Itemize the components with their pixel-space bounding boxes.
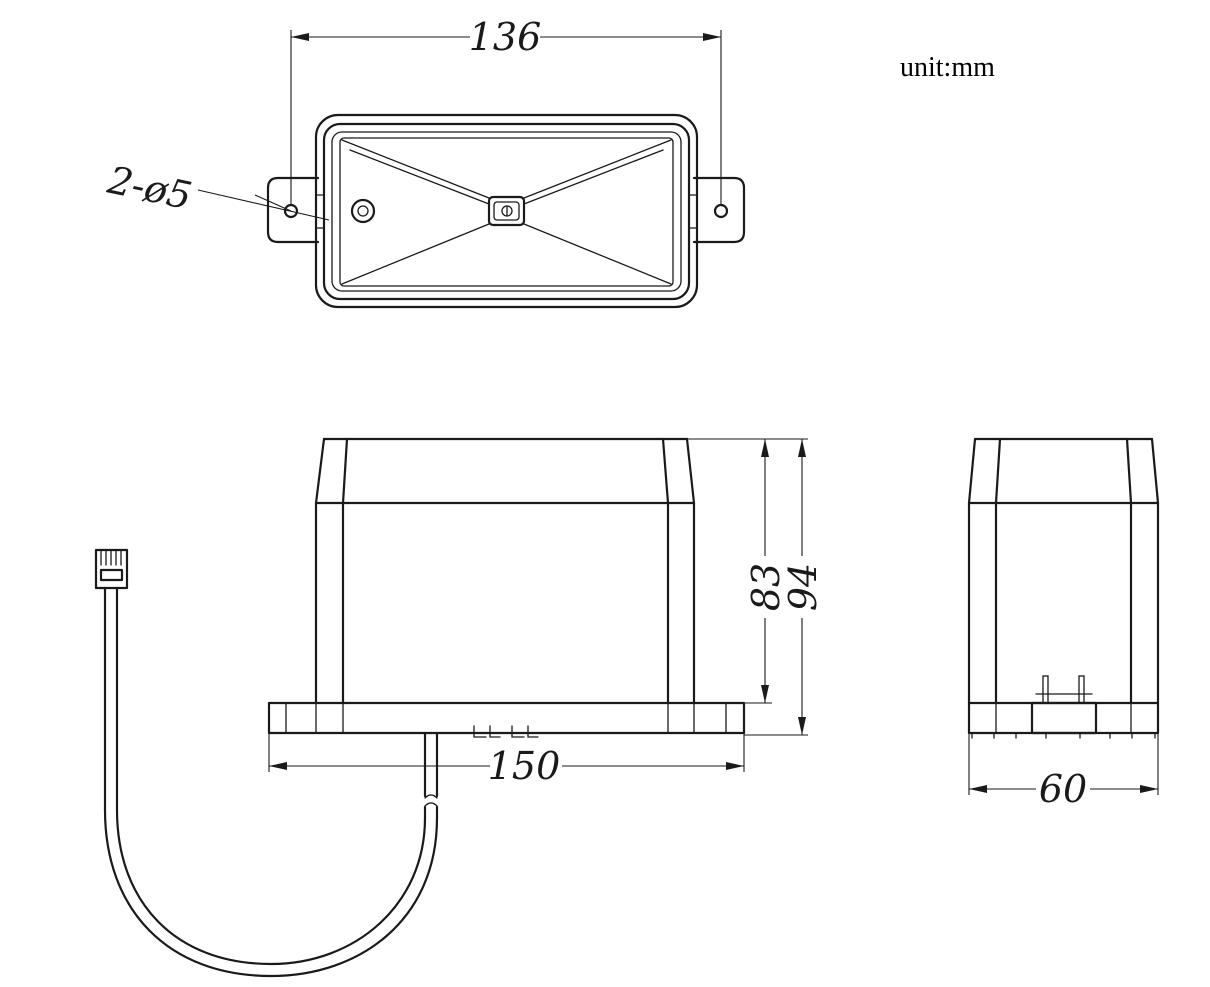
arrowhead — [798, 439, 806, 457]
dimension-136: 136 — [290, 15, 722, 205]
arrowhead — [291, 33, 309, 41]
hole-callout-text: 2-ø5 — [103, 158, 195, 219]
rib-line — [341, 223, 490, 285]
sensor-window-inner — [357, 205, 369, 217]
dimension-text-bg — [748, 556, 782, 618]
unit-label: unit:mm — [900, 52, 995, 83]
arrowhead — [761, 439, 769, 457]
right-column — [661, 437, 696, 705]
dimension-text-bg — [1036, 771, 1090, 807]
base-flange — [267, 701, 746, 735]
dimension-text-136: 136 — [469, 15, 542, 59]
left-mounting-ear — [266, 176, 320, 244]
left-column — [967, 437, 1002, 705]
sensor-window-outer — [350, 198, 376, 224]
arrowhead — [703, 33, 721, 41]
dimension-150: 150 — [268, 733, 745, 788]
housing-inner — [331, 131, 682, 292]
dimension-text-94: 94 — [781, 563, 825, 611]
top-view — [266, 113, 746, 309]
center-boss — [487, 195, 526, 227]
housing-recess — [339, 137, 674, 287]
rib-line — [523, 139, 672, 199]
housing-outer — [314, 113, 699, 309]
cable-gland-block — [1030, 701, 1098, 735]
rib-line — [341, 139, 490, 199]
rj-connector-latch — [99, 568, 124, 582]
hole-callout: 2-ø5 — [103, 158, 330, 221]
center-boss-inner — [493, 201, 520, 221]
pin — [1042, 675, 1049, 704]
arrowhead — [1140, 785, 1158, 793]
base-teeth — [971, 732, 1156, 739]
dimension-text-83: 83 — [744, 563, 788, 611]
arrowhead — [761, 685, 769, 703]
cable-loop — [103, 586, 439, 978]
arrowhead — [969, 785, 987, 793]
base-flange — [967, 701, 1160, 735]
dimension-text-60: 60 — [1039, 767, 1087, 811]
dimension-text-bg — [785, 556, 819, 618]
arrowhead — [798, 717, 806, 735]
right-mounting-ear — [692, 176, 746, 244]
leader-line — [254, 194, 292, 212]
dimension-text-bg — [490, 748, 562, 784]
rib-line — [523, 223, 672, 285]
right-mounting-hole — [713, 203, 729, 219]
pin — [1078, 675, 1085, 704]
dimension-60: 60 — [968, 733, 1159, 811]
dimension-text-150: 150 — [488, 744, 561, 788]
front-view — [94, 437, 746, 978]
cable-break — [424, 794, 438, 799]
side-view — [967, 437, 1160, 739]
dimension-text-bg — [470, 18, 540, 54]
cable-break — [424, 802, 438, 807]
rib-line — [523, 149, 664, 205]
rib-line — [349, 149, 490, 205]
housing-rim — [322, 122, 691, 301]
right-column — [1125, 437, 1160, 705]
cable-loop — [115, 586, 427, 966]
arrowhead — [726, 762, 744, 770]
dimension-heights: 83 94 — [687, 438, 825, 736]
left-column — [314, 437, 349, 705]
leader-line — [197, 189, 330, 221]
cable-gland — [473, 725, 539, 738]
arrowhead — [269, 762, 287, 770]
